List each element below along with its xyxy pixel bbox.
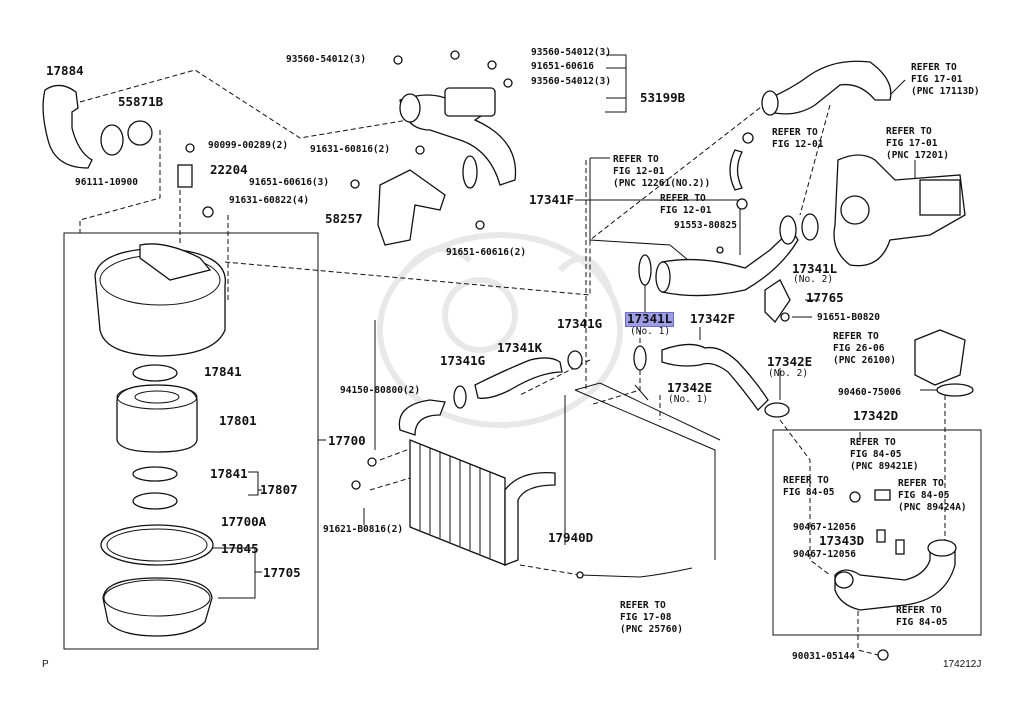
label-17341L-no2-sub: (No. 2) xyxy=(793,274,834,285)
part-25760-dipstick[interactable] xyxy=(579,567,693,578)
label-90099-00289[interactable]: 90099-00289(2) xyxy=(208,140,289,151)
air-cleaner-group-box xyxy=(63,232,319,650)
label-91553-80825[interactable]: 91553-80825 xyxy=(674,220,737,231)
watermark-emblem xyxy=(377,232,623,428)
label-94150-80800[interactable]: 94150-80800(2) xyxy=(340,385,421,396)
part-17113D-pipe[interactable] xyxy=(764,60,892,115)
part-26100-throttle[interactable] xyxy=(914,329,966,386)
part-17884-duct[interactable] xyxy=(42,84,93,169)
label-17705[interactable]: 17705 xyxy=(263,565,301,580)
label-22204[interactable]: 22204 xyxy=(210,162,248,177)
label-17342E-no2[interactable]: 17342E xyxy=(767,354,813,369)
label-17341F[interactable]: 17341F xyxy=(529,192,575,207)
label-53199B[interactable]: 53199B xyxy=(640,90,686,105)
refer-fig-84-05-a[interactable]: REFER TO FIG 84-05 xyxy=(783,475,835,498)
label-17841-a[interactable]: 17841 xyxy=(204,364,242,379)
label-17341G-b[interactable]: 17341G xyxy=(440,353,486,368)
label-17841-b[interactable]: 17841 xyxy=(210,466,248,481)
part-58257-bracket[interactable] xyxy=(377,169,446,246)
label-91651-B0820[interactable]: 91651-B0820 xyxy=(817,312,880,323)
refer-fig-12-01-pnc-12261[interactable]: REFER TO FIG 12-01 (PNC 12261(NO.2)) xyxy=(613,154,711,189)
label-17765[interactable]: 17765 xyxy=(806,290,844,305)
label-58257[interactable]: 58257 xyxy=(325,211,363,226)
label-90467-12056-b[interactable]: 90467-12056 xyxy=(793,549,856,560)
label-17342E-no1[interactable]: 17342E xyxy=(667,380,713,395)
accessory-group-box xyxy=(772,429,982,636)
refer-fig-84-05-b[interactable]: REFER TO FIG 84-05 xyxy=(896,605,948,628)
refer-fig-12-01-a[interactable]: REFER TO FIG 12-01 xyxy=(772,127,824,150)
part-17341F-hose[interactable] xyxy=(661,229,799,297)
refer-fig-17-08-pnc-25760[interactable]: REFER TO FIG 17-08 (PNC 25760) xyxy=(620,600,683,635)
part-17705-cap[interactable] xyxy=(102,577,213,637)
label-17342D[interactable]: 17342D xyxy=(853,408,899,423)
label-91621-B0816[interactable]: 91621-B0816(2) xyxy=(323,524,404,535)
label-17801[interactable]: 17801 xyxy=(219,413,257,428)
label-17341G-a[interactable]: 17341G xyxy=(557,316,603,331)
refer-fig-17-01-pnc-17113D[interactable]: REFER TO FIG 17-01 (PNC 17113D) xyxy=(911,62,980,97)
refer-fig-26-06-pnc-26100[interactable]: REFER TO FIG 26-06 (PNC 26100) xyxy=(833,331,896,366)
label-91651-60616[interactable]: 91651-60616 xyxy=(531,61,594,72)
label-93560-54012-c[interactable]: 93560-54012(3) xyxy=(531,76,612,87)
label-17342F[interactable]: 17342F xyxy=(690,311,736,326)
label-17700[interactable]: 17700 xyxy=(328,433,366,448)
label-93560-54012-a[interactable]: 93560-54012(3) xyxy=(286,54,367,65)
part-17845-seal[interactable] xyxy=(100,524,214,566)
label-90460-75006[interactable]: 90460-75006 xyxy=(838,387,901,398)
label-91631-60822[interactable]: 91631-60822(4) xyxy=(229,195,310,206)
label-93560-54012-b[interactable]: 93560-54012(3) xyxy=(531,47,612,58)
part-17341K-hose[interactable] xyxy=(474,357,563,399)
label-17341L-no1-sub: (No. 1) xyxy=(630,326,671,337)
label-90031-05144[interactable]: 90031-05144 xyxy=(792,651,855,662)
label-17884[interactable]: 17884 xyxy=(46,63,84,78)
label-96111-10900[interactable]: 96111-10900 xyxy=(75,177,138,188)
refer-fig-84-05-pnc-89424A[interactable]: REFER TO FIG 84-05 (PNC 89424A) xyxy=(898,478,967,513)
label-17700A[interactable]: 17700A xyxy=(221,514,267,529)
refer-fig-17-01-pnc-17201[interactable]: REFER TO FIG 17-01 (PNC 17201) xyxy=(886,126,949,161)
part-17342F-hose[interactable] xyxy=(661,343,769,411)
part-17201-turbo[interactable] xyxy=(833,154,966,267)
part-17940D-intercooler[interactable] xyxy=(398,399,556,566)
part-17801-filter-element[interactable] xyxy=(116,384,198,453)
part-17342D-pipe[interactable] xyxy=(834,544,956,611)
label-17807[interactable]: 17807 xyxy=(260,482,298,497)
part-17700-air-cleaner-lid[interactable] xyxy=(94,247,226,357)
page-marker: P xyxy=(42,659,49,670)
part-17841-gasket-bottom[interactable] xyxy=(132,466,178,482)
label-17341L-no2[interactable]: 17341L xyxy=(792,261,838,276)
refer-fig-12-01-b[interactable]: REFER TO FIG 12-01 xyxy=(660,193,712,216)
part-17841-gasket-top[interactable] xyxy=(132,364,178,382)
label-55871B[interactable]: 55871B xyxy=(118,94,164,109)
label-91631-60816[interactable]: 91631-60816(2) xyxy=(310,144,391,155)
figure-id: 174212J xyxy=(943,659,982,670)
label-91651-60616-3[interactable]: 91651-60616(3) xyxy=(249,177,330,188)
label-17341L-no1-selected[interactable]: 17341L xyxy=(624,311,675,327)
label-17845[interactable]: 17845 xyxy=(221,541,259,556)
part-radiator-outline xyxy=(564,382,721,560)
refer-fig-84-05-pnc-89421E[interactable]: REFER TO FIG 84-05 (PNC 89421E) xyxy=(850,437,919,472)
label-17940D[interactable]: 17940D xyxy=(548,530,594,545)
label-91651-60616-2[interactable]: 91651-60616(2) xyxy=(446,247,527,258)
label-17341K[interactable]: 17341K xyxy=(497,340,543,355)
label-17342E-no1-sub: (No. 1) xyxy=(668,394,709,405)
label-17342E-no2-sub: (No. 2) xyxy=(768,368,809,379)
label-17343D[interactable]: 17343D xyxy=(819,533,865,548)
label-90467-12056-a[interactable]: 90467-12056 xyxy=(793,522,856,533)
